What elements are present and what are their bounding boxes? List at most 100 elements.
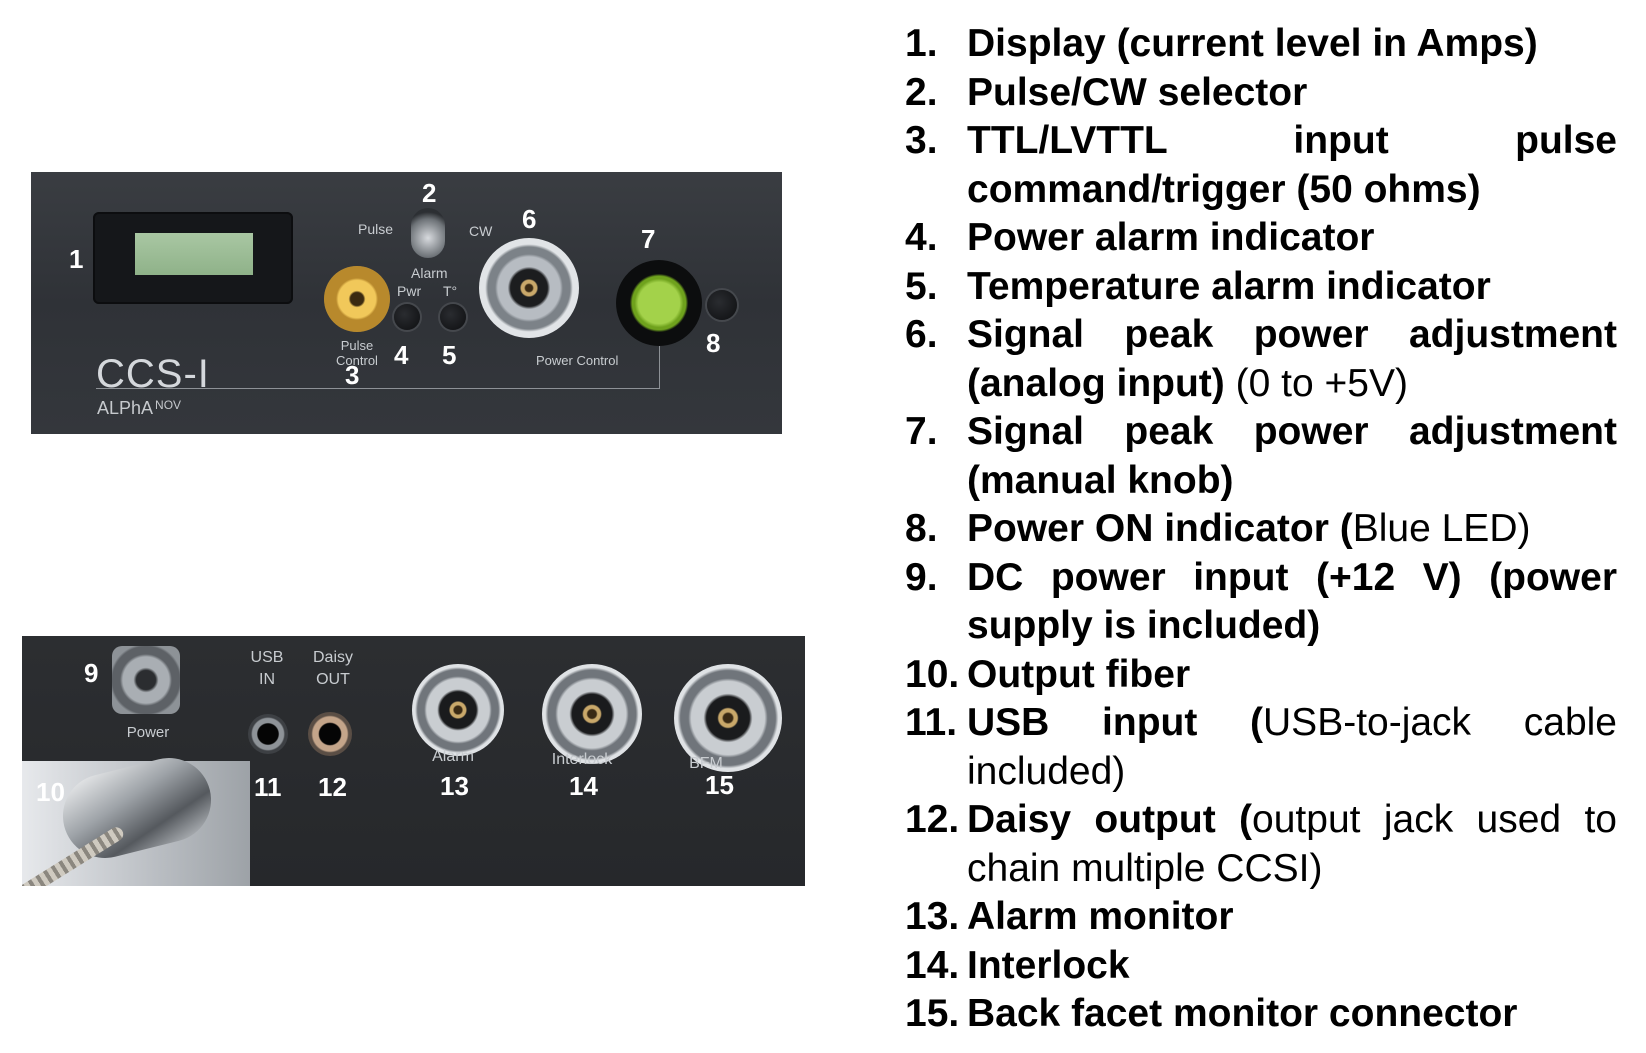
legend-text: Alarm monitor [967,893,1617,942]
callout-2: 2 [422,178,437,208]
usb-label-2: IN [259,671,275,688]
legend-number: 6. [905,313,938,356]
legend-text: Temperature alarm indicator [967,263,1617,312]
legend-text-bold: TTL/LVTTL input pulse command/trigger (5… [967,119,1617,211]
component-legend: 1. Display (current level in Amps) 2. Pulse… [905,20,1617,1039]
temperature-alarm-led [440,304,466,330]
legend-text-bold: Display (current level in Amps) [967,22,1538,65]
legend-number: 2. [905,70,938,114]
pulse-control-label-2: Control [336,353,378,368]
legend-text-bold: Signal peak power adjustment (manual kno… [967,410,1617,502]
legend-number: 14. [905,943,960,987]
legend-text-bold: DC power input (+12 V) (power supply is … [967,555,1617,648]
daisy-label-2: OUT [316,671,350,688]
legend-number: 12. [905,798,960,841]
power-on-led [707,290,737,320]
bfm-bnc-connector-icon[interactable] [674,664,782,772]
interlock-bnc-connector-icon[interactable] [542,664,642,764]
panel-trace-line [96,388,659,390]
legend-number: 8. [905,507,938,550]
callout-8: 8 [706,328,721,358]
legend-text-bold: Temperature alarm indicator [967,264,1491,308]
legend-text-bold: Daisy output ( [967,798,1253,841]
legend-text-bold: Pulse/CW selector [967,70,1308,114]
temp-label: T° [443,283,458,299]
legend-text: Power alarm indicator [967,214,1617,263]
legend-text: Interlock [967,942,1617,991]
bfm-label: BFM [689,755,723,772]
pwr-label: Pwr [397,283,422,299]
usb-in-jack-icon[interactable] [248,714,288,754]
legend-number: 13. [905,895,960,938]
legend-number: 1. [905,22,938,65]
legend-text: DC power input (+12 V) (power supply is … [967,554,1617,651]
legend-text-bold: USB input ( [967,701,1264,744]
legend-number: 10. [905,652,960,696]
callout-10: 10 [36,777,65,807]
legend-item: 9. DC power input (+12 V) (power supply i… [905,554,1617,651]
legend-text-bold: Signal peak power adjustment (analog inp… [967,313,1617,405]
power-label: Power [126,724,170,741]
sma-connector-icon[interactable] [324,266,390,332]
legend-text-bold: Power alarm indicator [967,216,1375,259]
legend-text-bold: Back facet monitor connector [967,992,1518,1035]
legend-text-plain: (0 to +5V) [1224,361,1408,405]
rear-panel-photo: 10 9 Power USB IN Daisy OUT 11 12 Alarm … [22,636,805,886]
legend-text: Back facet monitor connector [967,990,1617,1039]
callout-5: 5 [442,340,457,370]
legend-number: 9. [905,555,938,599]
alarm-bnc-connector-icon[interactable] [412,664,504,756]
legend-item: 8. Power ON indicator (Blue LED) [905,505,1617,554]
legend-item: 3.TTL/LVTTL input pulse command/trigger … [905,117,1617,214]
alarm-label: Alarm [411,265,448,281]
legend-text: Output fiber [967,651,1617,700]
daisy-label-1: Daisy [312,649,354,666]
legend-item: 1. Display (current level in Amps) [905,20,1617,69]
callout-11: 11 [254,772,282,802]
dc-power-connector-icon[interactable] [112,646,180,714]
legend-number: 7. [905,410,938,453]
legend-item: 7. Signal peak power adjustment (manual k… [905,408,1617,505]
legend-item: 5. Temperature alarm indicator [905,263,1617,312]
legend-item: 11.USB input (USB-to-jack cable included… [905,699,1617,796]
legend-text: Signal peak power adjustment (manual kno… [967,408,1617,505]
callout-1: 1 [69,244,84,274]
legend-number: 5. [905,264,938,308]
legend-text-bold: Output fiber [967,652,1191,696]
maker-name: ALPhA [97,398,154,418]
power-control-label: Power Control [536,353,619,368]
maker-suffix: NOV [155,398,182,412]
legend-item: 12.Daisy output (output jack used to cha… [905,796,1617,893]
daisy-out-jack-icon[interactable] [308,712,352,756]
panel-trace-riser [659,346,661,389]
lcd-screen [135,233,253,275]
legend-item: 6. Signal peak power adjustment (analog i… [905,311,1617,408]
legend-text-bold: Power ON indicator ( [967,507,1353,550]
interlock-label: Interlock [551,751,613,768]
legend-text-bold: Interlock [967,943,1130,987]
legend-text: Signal peak power adjustment (analog inp… [967,311,1617,408]
callout-7: 7 [641,224,656,254]
callout-13: 13 [440,771,469,801]
pulse-control-label-1: Pulse [340,338,374,353]
product-name: CCS-I [96,352,210,396]
current-display [93,212,293,304]
pulse-label: Pulse [358,221,394,237]
legend-text-plain: USB-to-jack cable included) [967,701,1617,793]
callout-3: 3 [345,360,360,390]
legend-item: 15.Back facet monitor connector [905,990,1617,1039]
cw-label: CW [469,223,493,239]
pulse-cw-toggle-switch[interactable] [411,208,445,258]
power-adjustment-knob[interactable] [616,260,702,346]
legend-item: 2. Pulse/CW selector [905,69,1617,118]
alarm-monitor-label: Alarm [432,748,474,765]
legend-text: Daisy output (output jack used to chain … [967,796,1617,893]
legend-text: Display (current level in Amps) [967,20,1617,69]
callout-14: 14 [569,771,598,801]
legend-item: 14.Interlock [905,942,1617,991]
callout-9: 9 [84,658,99,688]
legend-item: 4.Power alarm indicator [905,214,1617,263]
bnc-connector-icon[interactable] [479,238,579,338]
legend-text-plain: Blue LED) [1352,507,1531,550]
